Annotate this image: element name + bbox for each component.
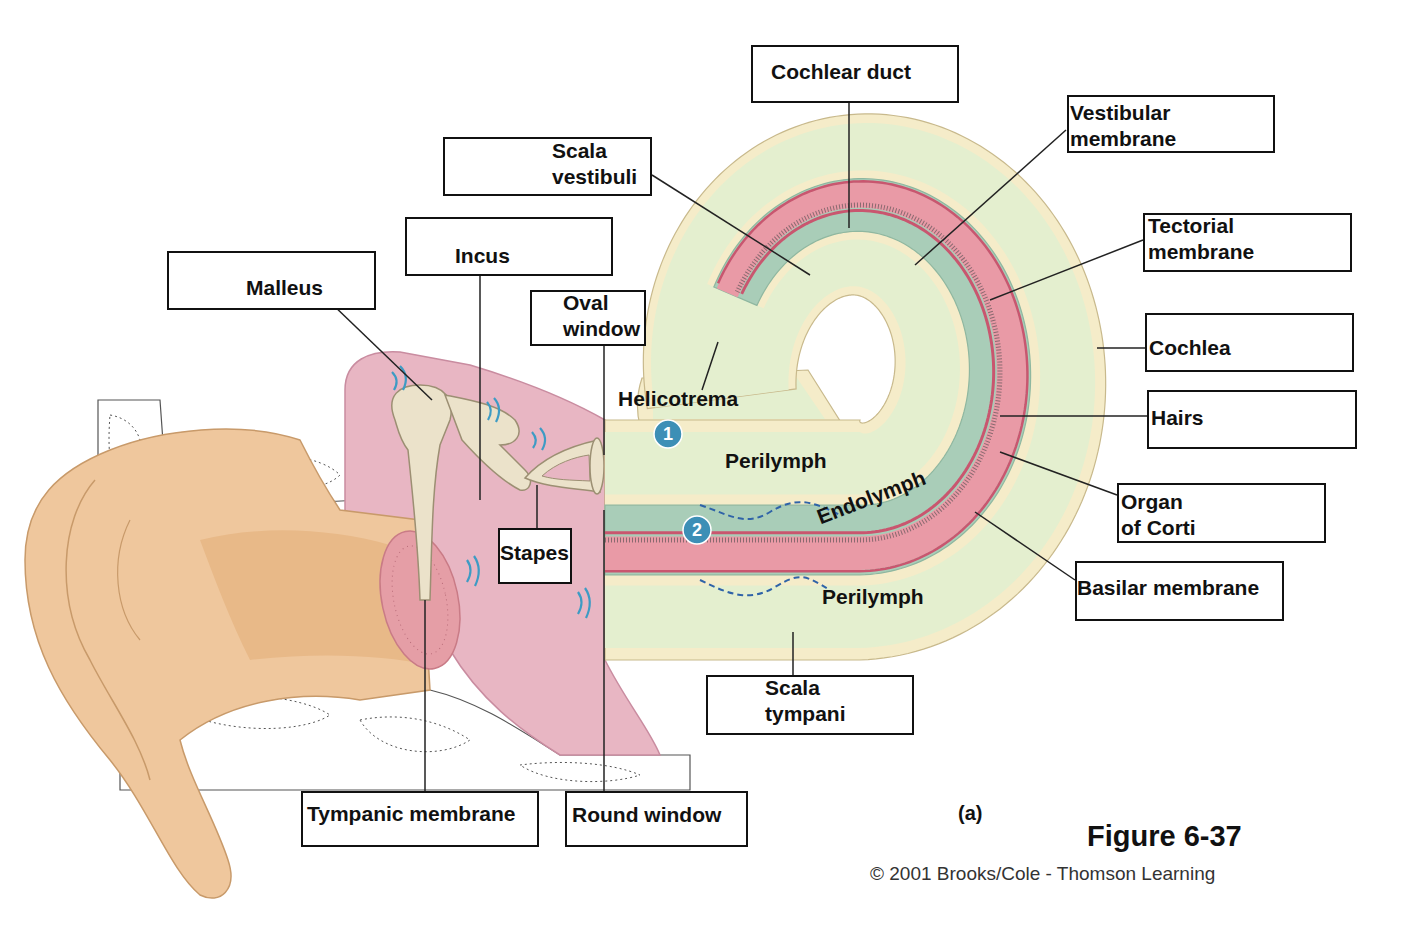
organ-of-corti bbox=[605, 182, 1026, 570]
basilar-membrane bbox=[605, 181, 1027, 571]
tectorial-membrane bbox=[605, 210, 994, 532]
callout-circle: 2 bbox=[682, 515, 712, 545]
callout-disc bbox=[683, 516, 711, 544]
label-box: Organ of Corti bbox=[1117, 483, 1326, 543]
cochlea-wall bbox=[605, 114, 1106, 660]
part-name: Vestibular membrane bbox=[1070, 100, 1220, 152]
figure-number: Figure 6-37 bbox=[1087, 820, 1242, 853]
duct-wall bbox=[605, 170, 1040, 585]
part-name: Cochlear duct bbox=[771, 59, 956, 85]
part-name: Round window bbox=[572, 802, 748, 828]
part-name: Scala tympani bbox=[765, 675, 853, 727]
label-box: Hairs bbox=[1147, 390, 1357, 449]
callout-disc bbox=[654, 420, 682, 448]
region-label: Helicotrema bbox=[618, 387, 738, 411]
part-name: Basilar membrane bbox=[1077, 575, 1282, 601]
fluid-label: Perilymph bbox=[725, 449, 827, 473]
stapes-footplate bbox=[590, 438, 604, 494]
part-name: Organ of Corti bbox=[1121, 489, 1203, 541]
part-name: Malleus bbox=[246, 275, 371, 301]
label-box: Basilar membrane bbox=[1075, 561, 1284, 621]
malleus bbox=[392, 385, 451, 600]
cochlea-illustration bbox=[605, 114, 1106, 660]
cochlear-duct bbox=[605, 179, 1031, 575]
auricle-fold bbox=[66, 480, 150, 780]
label-box: Scala vestibuli bbox=[443, 137, 652, 196]
label-box: Scala tympani bbox=[706, 675, 914, 735]
part-name: Cochlea bbox=[1149, 335, 1349, 361]
stapes bbox=[525, 440, 600, 492]
part-name: Incus bbox=[455, 243, 605, 269]
part-name: Hairs bbox=[1151, 405, 1351, 431]
incus bbox=[445, 395, 530, 490]
label-box: Round window bbox=[565, 791, 748, 847]
callout-number: 1 bbox=[653, 419, 683, 449]
part-name: Scala vestibuli bbox=[552, 138, 652, 190]
auricle-fold bbox=[118, 520, 140, 640]
label-box: Cochlea bbox=[1145, 313, 1354, 372]
label-box: Cochlear duct bbox=[751, 45, 959, 103]
callout-number: 2 bbox=[682, 515, 712, 545]
label-box: Vestibular membrane bbox=[1067, 95, 1275, 153]
leader-lines bbox=[330, 85, 1147, 791]
part-name: Tectorial membrane bbox=[1148, 213, 1278, 265]
panel-letter: (a) bbox=[958, 802, 982, 825]
part-name: Stapes bbox=[500, 540, 572, 566]
label-box: Incus bbox=[405, 217, 613, 276]
perilymph-space bbox=[605, 123, 1095, 648]
stapes-opening bbox=[542, 455, 590, 481]
callout-circle: 1 bbox=[653, 419, 683, 449]
label-box: Stapes bbox=[498, 528, 572, 584]
hair-cells bbox=[605, 205, 1000, 540]
label-box: Tectorial membrane bbox=[1143, 213, 1352, 272]
label-box: Tympanic membrane bbox=[301, 791, 539, 847]
part-name: Oval window bbox=[563, 290, 647, 342]
part-name: Tympanic membrane bbox=[307, 801, 539, 827]
fluid-label: Perilymph bbox=[822, 585, 924, 609]
copyright-note: © 2001 Brooks/Cole - Thomson Learning bbox=[870, 863, 1215, 885]
sound-waves bbox=[392, 366, 633, 618]
pressure-wave bbox=[700, 577, 830, 595]
label-box: Oval window bbox=[530, 290, 646, 346]
label-box: Malleus bbox=[167, 251, 376, 310]
